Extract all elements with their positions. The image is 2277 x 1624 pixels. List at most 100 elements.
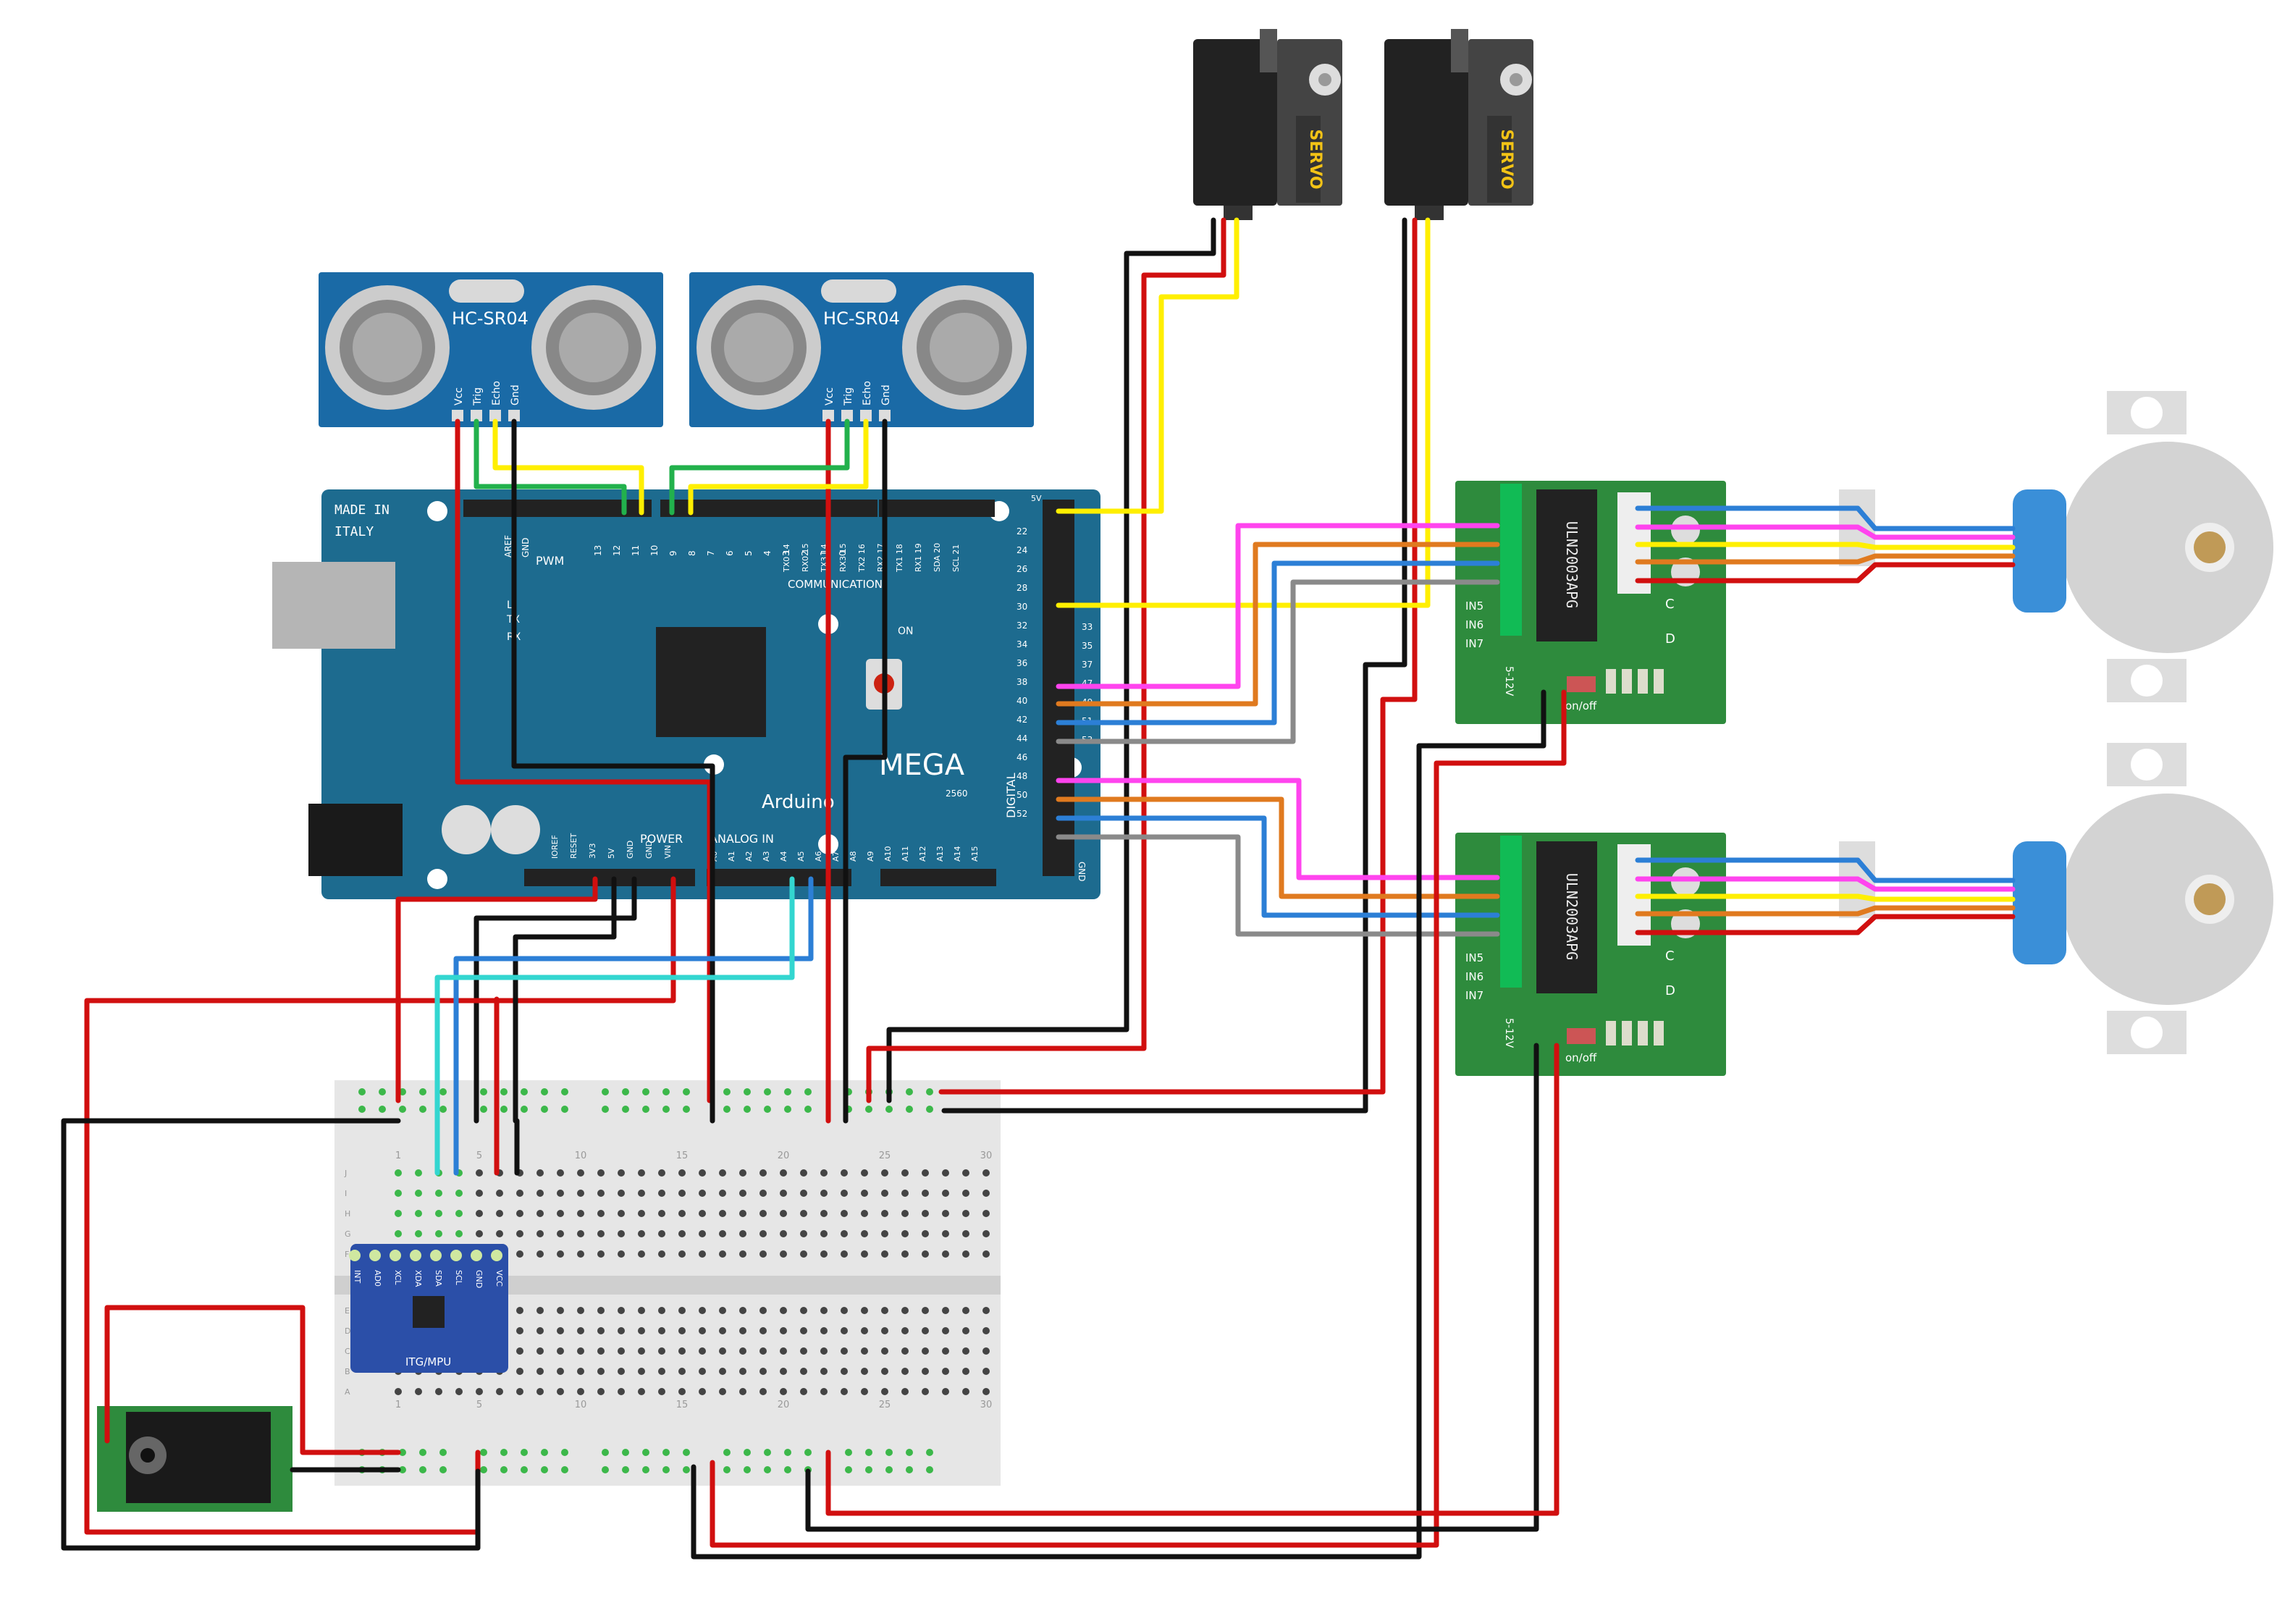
wire-driver1-in4 [1056,579,1500,744]
breadboard-hole [597,1169,605,1177]
breadboard-hole [618,1347,625,1355]
power-pin-label: GND [644,841,654,859]
breadboard-hole [662,1466,670,1473]
breadboard-hole [820,1307,828,1314]
wire-driver2-in2 [1056,796,1500,899]
breadboard-hole [379,1106,386,1113]
breadboard-hole [557,1327,564,1334]
breadboard-hole [516,1250,523,1258]
on-label: ON [898,626,914,637]
breadboard-hole [800,1169,807,1177]
dc-power-jack [97,1406,292,1512]
breadboard-hole [541,1106,548,1113]
sensor-2-model: HC-SR04 [823,308,900,329]
breadboard-hole [658,1169,665,1177]
breadboard-hole [759,1368,767,1375]
power-pin-label: IOREF [550,835,560,859]
breadboard-hole [638,1169,645,1177]
breadboard-hole [536,1327,544,1334]
breadboard-hole [455,1190,463,1197]
breadboard-hole [764,1106,771,1113]
breadboard-hole [841,1230,848,1237]
breadboard-hole [739,1327,746,1334]
wire-sensor1-trig [474,418,627,516]
breadboard-hole [602,1449,609,1456]
breadboard-hole [638,1388,645,1395]
comm-pin-label: TX0 14 [782,544,791,573]
wire-driver1-vcc [710,689,1567,1548]
driver-2-switch: on/off [1565,1051,1597,1064]
breadboard-hole [845,1466,852,1473]
breadboard-hole [496,1190,503,1197]
breadboard-hole [780,1230,787,1237]
model-number-label: 2560 [946,788,968,799]
breadboard-hole [658,1347,665,1355]
breadboard-hole [926,1088,933,1095]
breadboard-hole [885,1466,893,1473]
breadboard-hole [804,1449,812,1456]
ultrasonic-sensor-2: HC-SR04 Vcc Trig Echo Gnd [689,272,1034,427]
wire-driver2-vcc [825,1043,1560,1516]
breadboard-hole [719,1250,726,1258]
digital-pin-label: 26 [1017,564,1027,574]
breadboard-hole [881,1250,888,1258]
wire-motor1-red [1635,562,2016,584]
comm-pin-label: RX1 19 [914,543,923,572]
breadboard-row-letter: A [345,1387,350,1397]
breadboard-hole [683,1088,690,1095]
breadboard-hole [638,1250,645,1258]
imu-pin [471,1250,482,1261]
breadboard-hole [557,1368,564,1375]
digital-pin-label: 35 [1082,641,1093,651]
breadboard-hole [739,1368,746,1375]
comm-pin-label: RX0 15 [801,543,810,572]
breadboard-hole [744,1106,751,1113]
breadboard-hole [500,1466,508,1473]
breadboard-hole [662,1088,670,1095]
breadboard-hole [942,1368,949,1375]
breadboard-hole [536,1347,544,1355]
breadboard-hole [399,1449,406,1456]
breadboard-hole [780,1347,787,1355]
breadboard-hole [723,1466,731,1473]
pwm-pin-label: 1 [819,550,829,556]
digital-pin-label: 30 [1017,602,1027,612]
digital-pin-label: 32 [1017,620,1027,631]
breadboard-hole [597,1368,605,1375]
breadboard-hole [618,1169,625,1177]
breadboard-hole [881,1190,888,1197]
breadboard-hole [597,1190,605,1197]
wire-sensor2-echo [688,418,869,516]
breadboard-hole [759,1307,767,1314]
breadboard-hole [521,1449,528,1456]
breadboard-hole [597,1347,605,1355]
digital-pin-label: 50 [1017,790,1027,800]
breadboard-hole [784,1106,791,1113]
breadboard-hole [962,1230,969,1237]
digital-pin-label: 38 [1017,677,1027,687]
breadboard-hole [841,1368,848,1375]
breadboard-hole [658,1250,665,1258]
breadboard-hole [841,1190,848,1197]
imu-pin [410,1250,421,1261]
breadboard-hole [638,1230,645,1237]
comm-pin-label: TX1 18 [895,544,904,573]
digital-pin-label: 40 [1017,696,1027,706]
wire-sensor1-gnd [511,418,715,1124]
breadboard-hole [739,1250,746,1258]
breadboard-hole [496,1230,503,1237]
driver-1-switch: on/off [1565,699,1597,712]
comm-pin-label: RX3 15 [838,543,848,572]
comm-pin-label: TX2 16 [857,544,867,573]
breadboard-hole [516,1388,523,1395]
wire-driver2-in1 [1056,778,1500,880]
analog-pin-label: A3 [762,851,771,862]
breadboard-hole [719,1368,726,1375]
pwm-pin-label: 11 [631,545,641,556]
breadboard-hole [500,1106,508,1113]
power-pin-label: 5V [607,848,616,859]
breadboard-hole [638,1307,645,1314]
breadboard-hole [439,1466,447,1473]
breadboard-hole [476,1169,483,1177]
